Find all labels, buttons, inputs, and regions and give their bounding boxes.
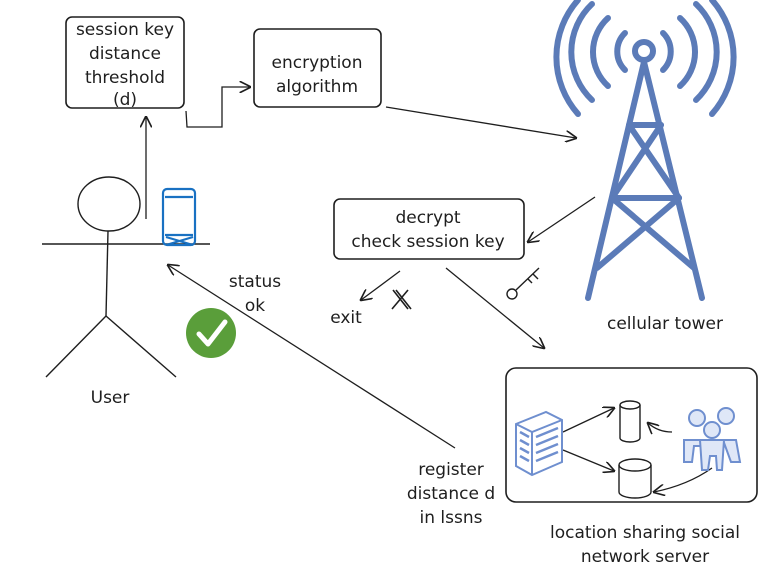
- exit-label: exit: [330, 308, 362, 328]
- register-line-3: in lssns: [419, 508, 483, 528]
- decrypt-box: [333, 198, 525, 260]
- cellular-tower-label: cellular tower: [607, 314, 723, 334]
- arrow-decrypt-to-exit: [361, 270, 401, 300]
- arrow-rack-to-db-bottom: [562, 449, 614, 471]
- arrow-session-to-encryption: [185, 87, 250, 128]
- arrow-tower-to-decrypt: [528, 196, 596, 242]
- session-box-line-2: distance: [89, 44, 161, 64]
- user-label: User: [90, 388, 130, 408]
- session-box-line-3: threshold: [85, 68, 165, 88]
- database-icon: [618, 458, 652, 499]
- status-line-1: status: [228, 272, 282, 292]
- people-group-icon: [683, 407, 742, 471]
- server-label: location sharing social network server: [535, 521, 755, 569]
- status-line-2: ok: [244, 296, 266, 316]
- database-icon: [619, 400, 641, 443]
- arrow-people-to-db-top: [648, 423, 673, 432]
- session-key-box: [65, 16, 185, 109]
- server-rack-icon: [515, 410, 563, 477]
- arrow-decrypt-to-server: [445, 267, 544, 348]
- user-figure: [42, 176, 210, 378]
- server-line-2: network server: [580, 547, 710, 567]
- server-box: [505, 367, 758, 503]
- decrypt-box-line-1: decrypt: [395, 208, 460, 228]
- register-label: register distance d in lssns: [395, 458, 507, 530]
- encryption-box-line-2: algorithm: [276, 77, 358, 97]
- status-label: status ok: [220, 270, 290, 318]
- arrow-rack-to-db-top: [562, 408, 614, 433]
- key-icon: [506, 267, 540, 300]
- arrow-register-to-user: [168, 265, 456, 449]
- check-icon: [186, 308, 236, 358]
- x-icon: [391, 289, 412, 310]
- arrow-people-to-db-bottom: [654, 467, 713, 492]
- server-line-1: location sharing social: [549, 523, 741, 543]
- register-line-1: register: [418, 460, 484, 480]
- decrypt-box-line-2: check session key: [351, 232, 504, 252]
- session-box-line-1: session key: [76, 20, 174, 40]
- session-box-line-4: (d): [113, 90, 137, 110]
- register-line-2: distance d: [406, 484, 496, 504]
- arrow-encryption-to-tower: [385, 106, 576, 138]
- phone-icon: [161, 187, 197, 247]
- cell-tower-icon: [553, 0, 737, 301]
- encryption-box: [253, 28, 382, 108]
- encryption-box-line-1: encryption: [272, 53, 363, 73]
